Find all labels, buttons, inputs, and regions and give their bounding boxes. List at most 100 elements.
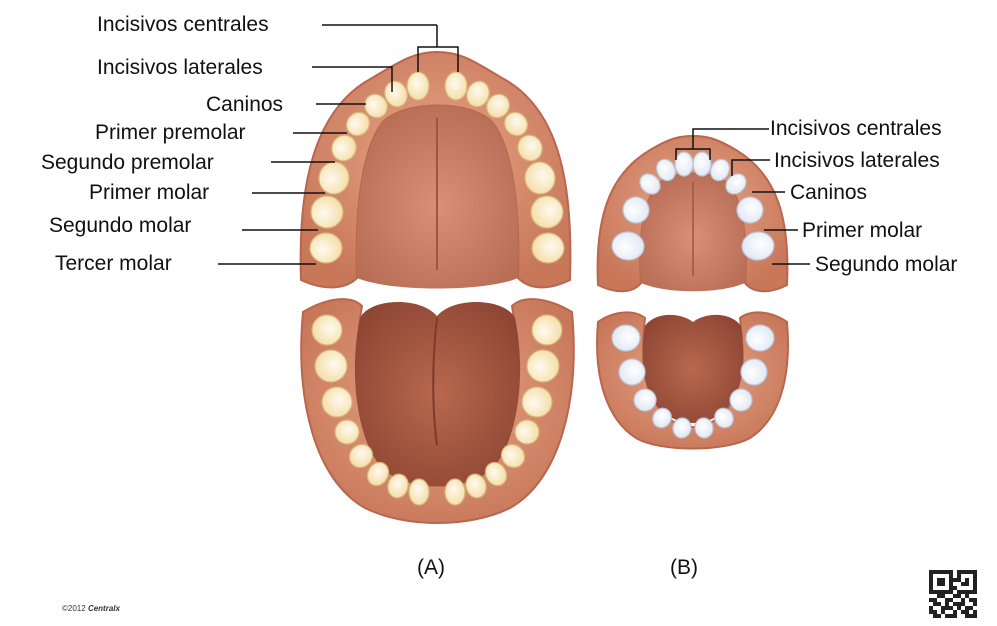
qr-module [933, 590, 937, 594]
qr-module [953, 594, 957, 598]
label-second-molar-b: Segundo molar [815, 254, 957, 275]
qr-module [933, 570, 937, 574]
qr-module [969, 598, 973, 602]
qr-module [929, 610, 933, 614]
qr-module [949, 570, 953, 574]
qr-module [969, 590, 973, 594]
qr-module [941, 594, 945, 598]
adult-lower-tooth [532, 315, 562, 345]
credit-year: ©2012 [62, 604, 86, 613]
qr-module [937, 614, 941, 618]
qr-module [973, 578, 977, 582]
qr-module [949, 582, 953, 586]
label-second-premolar-a: Segundo premolar [41, 152, 214, 173]
qr-module [949, 578, 953, 582]
qr-module [949, 606, 953, 610]
qr-module [965, 582, 969, 586]
child-upper-tooth [693, 152, 711, 176]
qr-module [941, 590, 945, 594]
qr-module [953, 586, 957, 590]
qr-module [965, 594, 969, 598]
qr-module [957, 590, 961, 594]
label-lateral-incisors-a: Incisivos laterales [97, 57, 263, 78]
caption-b: (B) [670, 557, 698, 578]
qr-module [937, 594, 941, 598]
qr-module [949, 590, 953, 594]
child-upper-tooth [675, 152, 693, 176]
qr-module [945, 614, 949, 618]
qr-module [945, 590, 949, 594]
qr-module [937, 602, 941, 606]
qr-module [965, 590, 969, 594]
qr-module [933, 598, 937, 602]
adult-lower-tooth [409, 479, 429, 505]
label-canines-a: Caninos [206, 94, 283, 115]
qr-module [957, 570, 961, 574]
qr-module [973, 590, 977, 594]
qr-module [969, 614, 973, 618]
adult-upper-tooth [407, 72, 429, 100]
qr-module [929, 598, 933, 602]
label-first-molar-b: Primer molar [802, 220, 922, 241]
qr-module [973, 610, 977, 614]
adult-upper-arch [301, 52, 571, 289]
qr-module [965, 614, 969, 618]
qr-module [973, 614, 977, 618]
qr-module [965, 606, 969, 610]
adult-lower-arch [301, 299, 573, 523]
qr-module [933, 614, 937, 618]
qr-module [973, 574, 977, 578]
qr-module [929, 574, 933, 578]
qr-module [957, 606, 961, 610]
qr-module [961, 598, 965, 602]
label-central-incisors-b: Incisivos centrales [770, 118, 942, 139]
qr-module [973, 598, 977, 602]
qr-module [945, 606, 949, 610]
qr-module [953, 610, 957, 614]
qr-module [957, 602, 961, 606]
qr-module [949, 574, 953, 578]
qr-module [969, 570, 973, 574]
caption-a: (A) [417, 557, 445, 578]
qr-code-icon [929, 570, 977, 618]
qr-module [965, 570, 969, 574]
qr-module [929, 570, 933, 574]
qr-module [941, 578, 945, 582]
label-canines-b: Caninos [790, 182, 867, 203]
qr-module [953, 614, 957, 618]
qr-module [953, 602, 957, 606]
qr-module [961, 582, 965, 586]
qr-module [941, 570, 945, 574]
child-lower-tooth [612, 325, 640, 351]
qr-module [929, 586, 933, 590]
qr-module [961, 602, 965, 606]
qr-module [957, 578, 961, 582]
qr-module [929, 582, 933, 586]
adult-lower-tooth [312, 315, 342, 345]
qr-module [929, 578, 933, 582]
adult-upper-tooth [532, 233, 564, 263]
qr-module [961, 610, 965, 614]
adult-lower-tooth [445, 479, 465, 505]
qr-module [929, 606, 933, 610]
qr-module [973, 570, 977, 574]
qr-module [937, 578, 941, 582]
qr-module [973, 602, 977, 606]
label-third-molar-a: Tercer molar [55, 253, 172, 274]
label-lateral-incisors-b: Incisivos laterales [774, 150, 940, 171]
qr-module [973, 586, 977, 590]
credit-name: Centralx [88, 604, 120, 613]
child-lower-tooth [746, 325, 774, 351]
qr-module [949, 598, 953, 602]
qr-module [949, 586, 953, 590]
qr-module [941, 582, 945, 586]
qr-module [941, 606, 945, 610]
adult-upper-tooth [445, 72, 467, 100]
qr-module [945, 598, 949, 602]
label-first-molar-a: Primer molar [89, 182, 209, 203]
qr-module [957, 574, 961, 578]
child-lower-arch [597, 312, 788, 448]
qr-module [961, 590, 965, 594]
